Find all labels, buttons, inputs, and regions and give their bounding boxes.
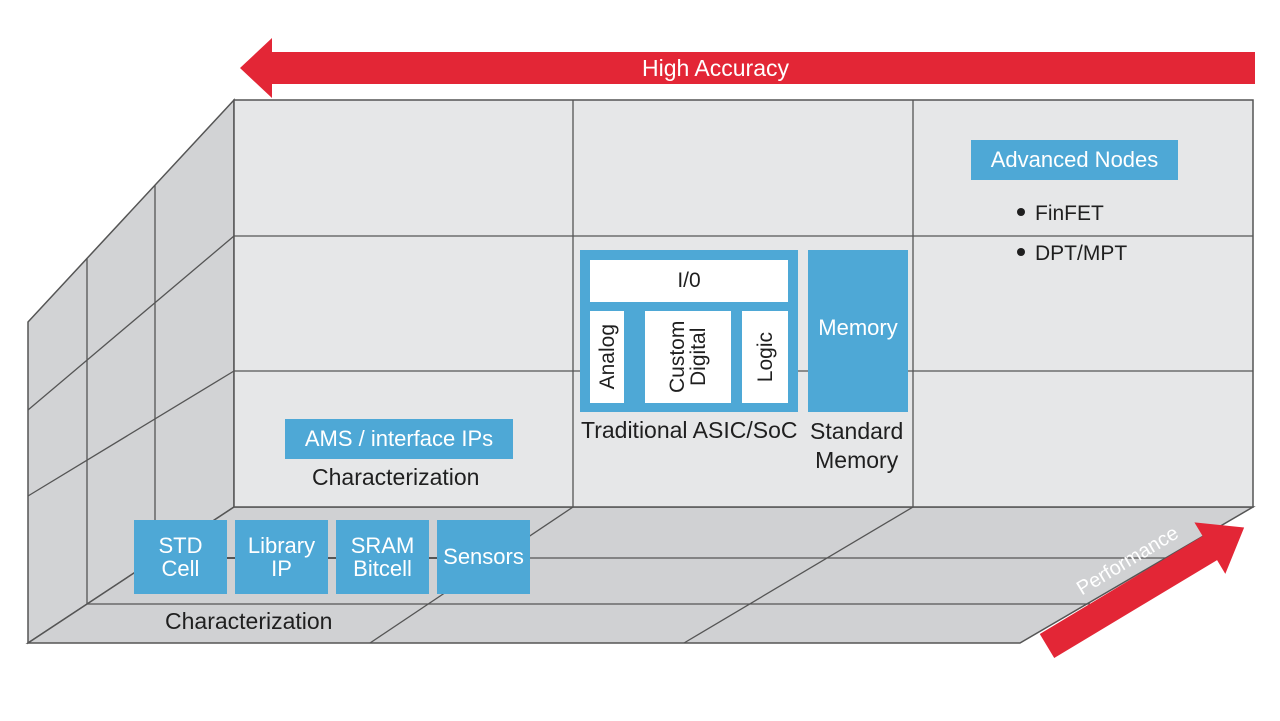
- standard-memory-line2: Memory: [815, 447, 899, 473]
- side-wall-grid: [27, 235, 235, 411]
- high-accuracy-label: High Accuracy: [642, 55, 790, 81]
- logic-block: Logic: [742, 311, 788, 403]
- ams-characterization-caption: Characterization: [312, 464, 480, 490]
- bullet-item: DPT/MPT: [1017, 234, 1127, 274]
- block-connector: [429, 557, 437, 559]
- std-cell-block: STD Cell: [134, 520, 227, 594]
- sram-bitcell-line2: Bitcell: [353, 556, 412, 581]
- bullet-text: DPT/MPT: [1035, 242, 1128, 265]
- memory-block: Memory: [808, 250, 908, 412]
- library-ip-line1: Library: [247, 532, 316, 558]
- library-ip-block: Library IP: [235, 520, 328, 594]
- std-cell-line1: STD: [158, 532, 203, 558]
- custom-digital-label: Custom Digital: [666, 320, 710, 394]
- floor-grid: [683, 506, 914, 644]
- analog-label: Analog: [595, 324, 619, 390]
- standard-memory-caption: Standard Memory: [810, 417, 903, 475]
- block-connector: [328, 557, 336, 559]
- custom-digital-block: Custom Digital: [645, 311, 731, 403]
- analog-block: Analog: [590, 311, 624, 403]
- io-block: I/0: [590, 260, 788, 302]
- side-wall-grid: [27, 370, 235, 497]
- standard-memory-line1: Standard: [810, 418, 904, 444]
- advanced-nodes-block: Advanced Nodes: [971, 140, 1178, 180]
- sram-bitcell-block: SRAM Bitcell: [336, 520, 429, 594]
- bullet-text: FinFET: [1035, 202, 1104, 225]
- asic-caption: Traditional ASIC/SoC: [581, 417, 798, 443]
- bullet-icon: [1017, 208, 1025, 217]
- bullet-item: FinFET: [1017, 194, 1127, 234]
- logic-label: Logic: [753, 331, 777, 383]
- floor-characterization-caption: Characterization: [165, 608, 333, 634]
- ams-interface-block: AMS / interface IPs: [285, 419, 513, 459]
- sram-bitcell-line1: SRAM: [350, 532, 415, 558]
- arrow-up-right-icon: [1039, 522, 1245, 659]
- arrow-left-icon: [240, 38, 1255, 98]
- advanced-nodes-bullets: FinFET DPT/MPT: [1017, 194, 1127, 274]
- std-cell-line2: Cell: [161, 556, 200, 581]
- bullet-icon: [1017, 248, 1025, 257]
- asic-block: I/0 Analog Custom Digital Logic: [580, 250, 798, 412]
- sensors-block: Sensors: [437, 520, 530, 594]
- block-connector: [227, 557, 235, 559]
- sensors-line1: Sensors: [443, 544, 524, 570]
- library-ip-line2: IP: [271, 556, 292, 581]
